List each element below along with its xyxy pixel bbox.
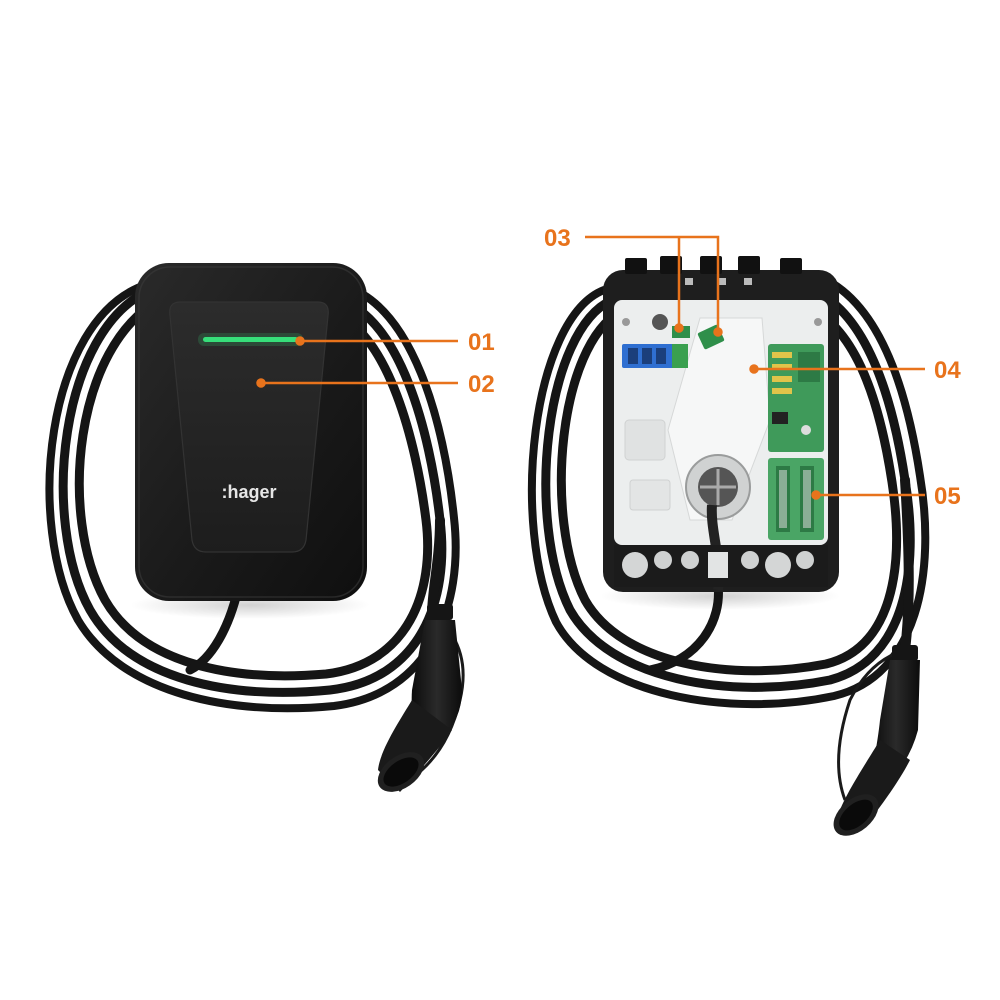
status-led-bar	[203, 337, 298, 342]
callout-03: 03	[544, 225, 571, 252]
brand-logo: :hager	[221, 482, 276, 502]
main-pcb	[768, 344, 824, 452]
callout-01: 01	[468, 329, 495, 356]
terminal-block	[622, 344, 688, 368]
type2-connector-right	[833, 645, 920, 836]
callout-05: 05	[934, 483, 961, 510]
bottom-grommets	[614, 545, 828, 587]
charger-closed: :hager	[45, 263, 465, 792]
callout-04: 04	[934, 357, 961, 384]
callout-lines	[256, 235, 925, 500]
charger-open	[527, 256, 930, 836]
cable-coil-right	[527, 272, 930, 709]
front-panel	[169, 301, 329, 553]
type2-connector-left	[377, 604, 465, 792]
callout-labels: 01 02 03 04 05	[468, 225, 961, 510]
callout-02: 02	[468, 371, 495, 398]
secondary-pcb	[768, 458, 824, 540]
